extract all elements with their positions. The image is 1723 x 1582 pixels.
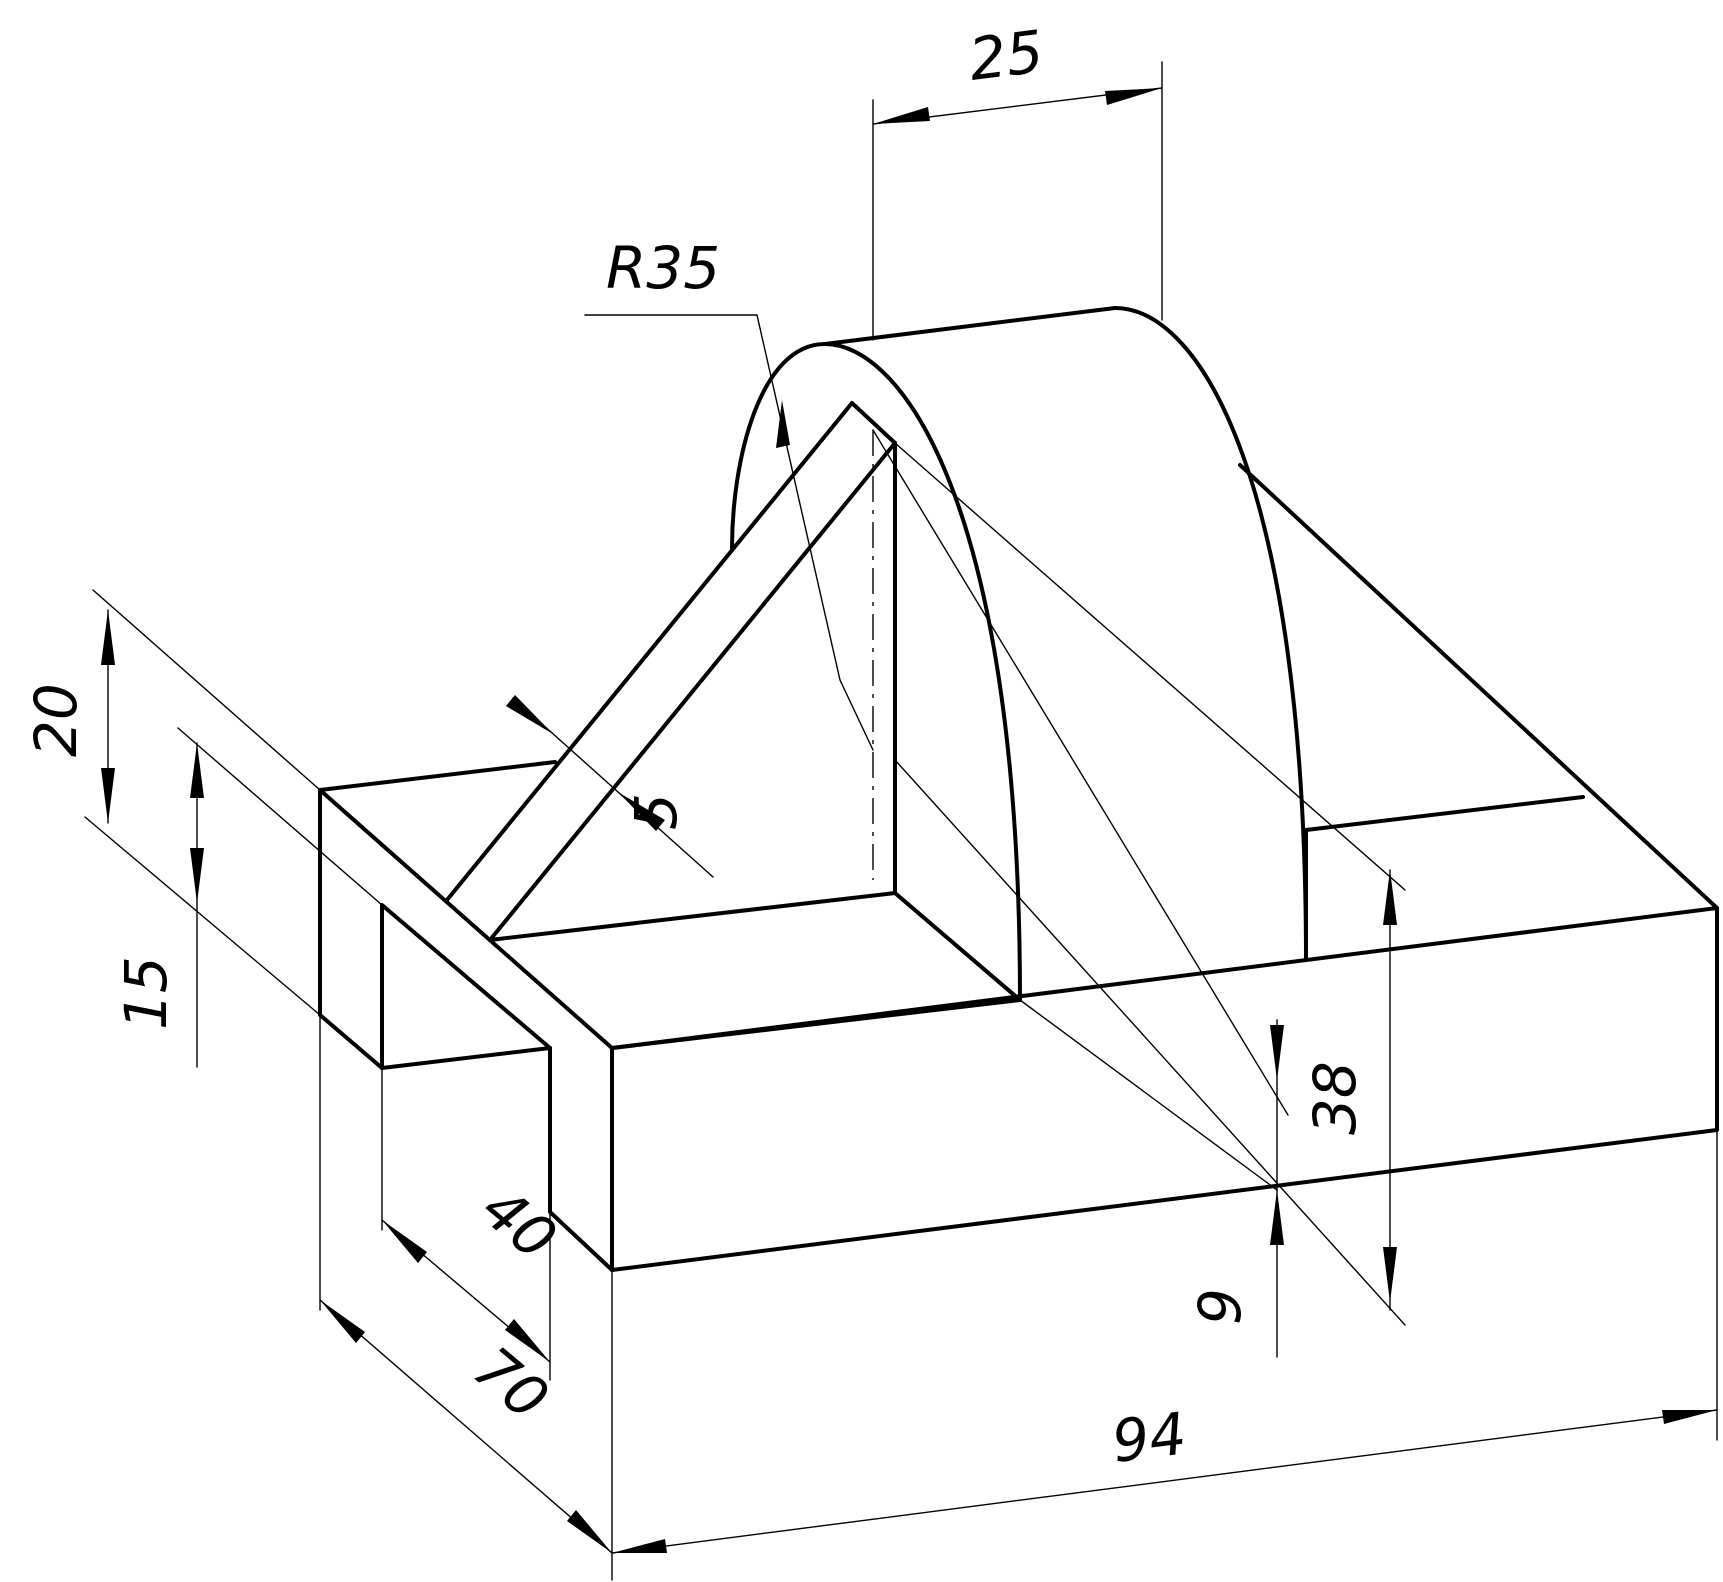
left-block-top [318,788,614,1050]
arch-left-curve [730,342,827,550]
rib-inner-edge [488,441,897,942]
arrow-40-right [505,1319,550,1362]
ext-15-top [177,727,383,906]
arrow-15-top [190,743,204,798]
rib-outer-edge [445,401,854,902]
right-slope-edge [1238,463,1719,910]
ext-38-upper [894,442,1406,891]
arch-front-curve [823,342,1022,1002]
ledge-front-edge [610,998,1022,1050]
arrow-25-left [873,107,930,124]
dim-label-40: 40 [469,1174,569,1274]
arrowheads [101,88,1717,1553]
arrow-94-right [1662,1410,1717,1424]
ext-9-upper [1019,999,1278,1191]
arrow-70-right [567,1510,612,1553]
ext-38-lower [894,759,1406,1326]
ext-20-bottom [84,816,321,1016]
arrow-40-left [382,1220,427,1263]
right-step [1304,795,1585,962]
dim-label-25: 25 [965,17,1047,93]
arrow-25-right [1105,88,1162,105]
base-front-face [610,906,1719,1272]
arrow-9-top [1270,1025,1284,1080]
dim-label-5: 5 [622,793,690,830]
base-front-left-edge [548,1046,614,1272]
part-outline [318,306,1719,1272]
dim-label-15: 15 [112,956,180,1030]
left-block-top-back [318,760,557,792]
rib-apex [850,401,897,445]
arrow-20-top [101,610,115,665]
ledge-top-edge [488,891,897,942]
ext-38-top [872,429,1289,1116]
arch-top-edge [823,306,1117,346]
ext-20-top [92,589,321,791]
left-block-bottom [380,1046,552,1070]
dim-94-line [611,1409,1718,1554]
arrow-r35 [776,400,790,448]
arrow-5-bottom [618,792,665,831]
arrow-38-bottom [1383,1247,1397,1302]
dim-label-20: 20 [22,683,90,757]
leader-r35 [584,314,874,751]
left-block-side [318,788,552,1070]
dim-70-line [319,1299,613,1554]
dim-label-9: 9 [1186,1288,1254,1325]
dimension-lines [84,61,1718,1581]
dim-label-r35: R35 [606,234,720,302]
dim-label-38: 38 [1301,1061,1369,1135]
arrow-5-top [506,695,553,734]
dimension-labels: 25 R35 20 15 5 38 9 40 70 94 [22,17,1369,1475]
arrow-38-top [1383,870,1397,925]
arrow-20-bottom [101,768,115,823]
arch-back-curve [1113,306,1308,962]
arrow-94-left [612,1539,667,1553]
arrow-15-bottom [190,848,204,903]
dim-label-94: 94 [1108,1399,1190,1475]
arrow-70-left [320,1300,365,1343]
dim-label-70: 70 [461,1334,561,1434]
arrow-9-bottom [1270,1190,1284,1245]
rib-to-arch-edge [893,891,1022,1002]
